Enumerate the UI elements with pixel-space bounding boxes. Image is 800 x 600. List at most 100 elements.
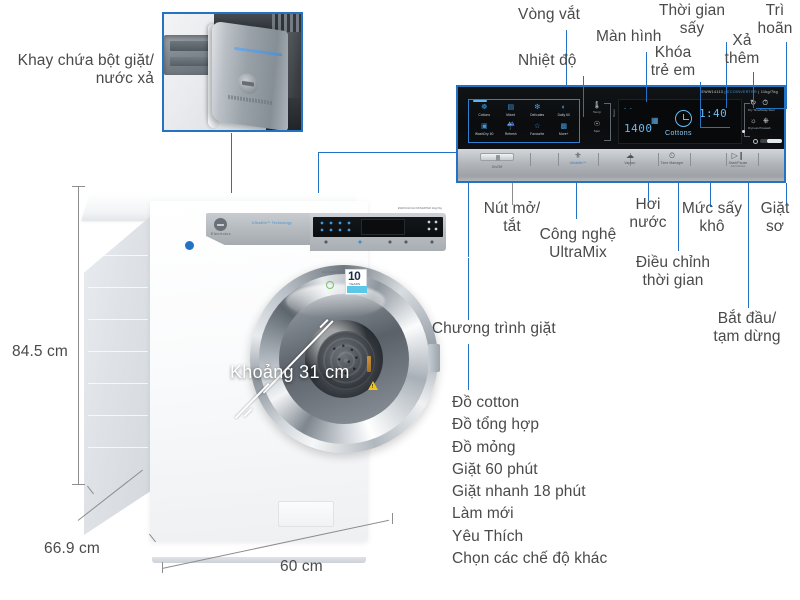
warning-triangle-icon xyxy=(368,381,378,390)
leader-ultramix xyxy=(576,183,578,219)
machine-left-side-panel xyxy=(84,215,152,535)
dim-cap-width-left xyxy=(162,562,163,573)
machine-console-right: EWW14113 ECOINVERTER 11kg/7kg xyxy=(310,207,446,251)
electrolux-wordmark: Electrolux xyxy=(211,232,231,236)
prewash-icon[interactable]: ⎈ xyxy=(762,116,769,125)
vapour-label: Vapour xyxy=(624,161,636,165)
ultramix-button[interactable]: ⚜ UltraMix™ xyxy=(556,151,600,165)
button-separator xyxy=(598,153,599,166)
temp-spin-group[interactable]: 🌡 Temp ☉ Spin Saver xyxy=(586,101,616,143)
machine-program-buttons-mini[interactable] xyxy=(317,220,355,234)
dryness-icon[interactable]: ☼ xyxy=(750,116,757,125)
cottons-icon: ☸ xyxy=(481,104,488,111)
vapour-icon: ☁ xyxy=(626,151,634,160)
leader-panel-to-machine-v xyxy=(318,152,320,198)
panel-model-text: EWW14113 | ECOINVERTER | 11kg/7kg xyxy=(701,90,778,94)
warranty-unit: YEARS xyxy=(349,282,361,286)
saver-bracket xyxy=(604,103,611,141)
add-clothes-label: Add Clothes xyxy=(730,165,746,168)
lcd-dash-indicator: - - xyxy=(624,106,633,112)
leader-dryness-level xyxy=(710,183,712,207)
leader-programs-to-list xyxy=(468,344,470,390)
label-temperature: Nhiệt độ xyxy=(518,52,577,69)
mixed-icon: ▤ xyxy=(507,104,515,111)
label-display: Màn hình xyxy=(596,28,662,45)
machine-option-buttons-mini[interactable] xyxy=(425,220,439,234)
program-list-item: Đồ cotton xyxy=(452,394,520,411)
label-depth: 66.9 cm xyxy=(44,540,100,557)
dryness-prewash-label: Dryness Prewash xyxy=(748,126,771,130)
right-options-group[interactable]: ↻ ⏱ Dry Time/Delay Start ☼ ⎈ Dryness Pre… xyxy=(744,97,784,147)
time-manager-button[interactable]: ⏲ Time Manager xyxy=(644,151,700,165)
program-button-refresh[interactable]: ☔ Refresh xyxy=(498,121,525,140)
warranty-number: 10 xyxy=(348,269,361,283)
more-icon: ▩ xyxy=(560,123,568,130)
program-label: Daily 60 xyxy=(557,113,570,117)
program-list-item: Chọn các chế độ khác xyxy=(452,549,608,567)
drawer-brand-text xyxy=(228,94,272,106)
leader-delay-start-h xyxy=(756,108,787,110)
label-prewash: Giặt sơ xyxy=(760,200,790,236)
delicates-icon: ❇ xyxy=(534,104,541,111)
dim-cap-height-bottom xyxy=(72,484,85,485)
dim-line-height xyxy=(78,186,79,484)
washing-machine-illustration: Electrolux UltraMix™ Technology EWW14113… xyxy=(72,193,446,565)
leader-delay-start-v xyxy=(786,42,788,108)
level-slider[interactable] xyxy=(760,139,782,143)
program-label: WashDry 60 xyxy=(475,132,494,136)
button-separator xyxy=(530,153,531,166)
leader-spin-speed xyxy=(566,30,568,87)
on-off-button-label-wrap[interactable]: On/Off xyxy=(474,164,520,169)
label-spin-speed: Vòng vắt xyxy=(518,6,580,23)
leader-display xyxy=(646,52,648,102)
button-separator xyxy=(758,153,759,166)
label-power-button: Nút mở/ tắt xyxy=(483,200,541,236)
program-button-favourite[interactable]: ☆ Favourite xyxy=(524,121,551,140)
time-manager-label: Time Manager xyxy=(660,161,684,165)
button-separator xyxy=(690,153,691,166)
warranty-badge-bar xyxy=(347,286,367,293)
machine-door-reflection xyxy=(286,284,385,319)
program-selected-indicator xyxy=(473,100,487,102)
program-button-daily60[interactable]: ◐ Daily 60 xyxy=(551,102,578,121)
program-button-delicates[interactable]: ❇ Delicates xyxy=(524,102,551,121)
dry-time-delay-start-label: Dry Time/Delay Start xyxy=(748,108,775,112)
on-off-label: On/Off xyxy=(491,165,503,169)
leader-drawer-vertical xyxy=(231,133,233,197)
button-separator xyxy=(558,153,559,166)
leader-vapour xyxy=(648,183,650,201)
on-off-switch[interactable] xyxy=(480,153,514,161)
start-pause-button[interactable]: ▷❙ Start/Pause Add Clothes xyxy=(710,151,766,168)
program-buttons-group[interactable]: ☸ Cottons ▤ Mixed ❇ Delicates ◐ Daily 60… xyxy=(468,99,580,143)
label-ultramix-tech: Công nghệ UltraMix xyxy=(539,226,617,262)
child-lock-indicator-icon xyxy=(753,138,758,144)
label-extra-rinse: Xả thêm xyxy=(724,32,760,68)
program-list-item: Giặt 60 phút xyxy=(452,460,538,478)
program-button-washdry60[interactable]: ▣ WashDry 60 xyxy=(471,121,498,140)
dim-cap-height-top xyxy=(72,186,85,187)
vapour-button[interactable]: ☁ Vapour xyxy=(610,151,650,165)
leader-dry-time xyxy=(726,42,728,108)
eco-leaf-icon xyxy=(326,281,334,289)
label-vapour: Hơi nước xyxy=(629,196,667,232)
machine-door-detail xyxy=(366,355,371,372)
clock-icon xyxy=(675,110,692,127)
program-button-cottons[interactable]: ☸ Cottons xyxy=(471,102,498,121)
program-button-mixed[interactable]: ▤ Mixed xyxy=(498,102,525,121)
machine-bottom-buttons-mini[interactable] xyxy=(314,239,442,248)
lcd-display: - - ▦ 1400 1:40 Cottons xyxy=(618,99,742,144)
daily60-icon: ◐ xyxy=(561,104,566,111)
machine-console-left: Electrolux UltraMix™ Technology xyxy=(206,213,310,245)
label-delay-start: Trì hoãn xyxy=(757,2,793,38)
machine-model-text: EWW14113 ECOINVERTER 11kg/7kg xyxy=(397,207,442,210)
lcd-spin-value: 1400 xyxy=(624,122,653,135)
leader-start-pause xyxy=(748,183,750,308)
program-button-more[interactable]: ▩ More+ xyxy=(551,121,578,140)
ultramix-tech-text: UltraMix™ Technology xyxy=(252,221,292,225)
machine-door-chrome-ring xyxy=(259,274,429,444)
saver-bracket-label: Saver xyxy=(612,109,616,117)
machine-base xyxy=(152,557,366,563)
delay-start-icon[interactable]: ⏱ xyxy=(762,98,769,107)
label-time-manager: Điều chỉnh thời gian xyxy=(635,254,711,290)
label-door-diameter: Khoảng 31 cm xyxy=(230,362,350,382)
